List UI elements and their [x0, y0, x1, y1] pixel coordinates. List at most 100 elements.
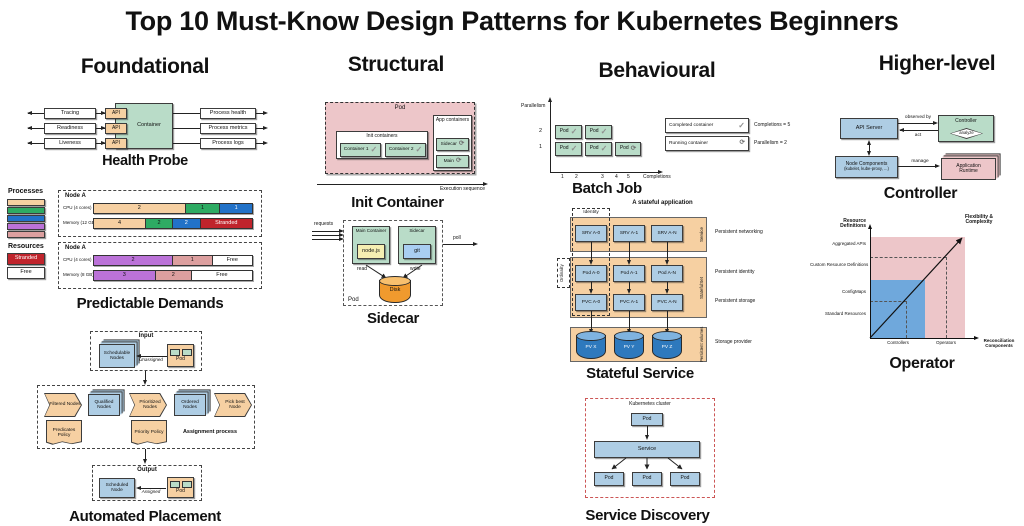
app-containers-box: App containers Sidecar⟳ Main⟳ — [433, 115, 472, 171]
kubernetes-cluster-group: Kubernetes cluster Pod Service Pod Pod P… — [585, 398, 715, 498]
legend-label: Running container — [669, 140, 708, 146]
batch-job-title: Batch Job — [572, 180, 642, 197]
init-containers-label: Init containers — [366, 132, 398, 139]
arrow-left — [27, 110, 32, 115]
probe-label-readiness: Readiness — [44, 123, 96, 134]
y-label-standard-resources: Standard Resources — [824, 311, 866, 316]
api-box: API — [105, 138, 127, 149]
connector-line — [145, 449, 146, 461]
execution-axis — [317, 184, 485, 185]
input-group: Input Schedulable Nodes Pod Unassigned — [90, 331, 202, 371]
bar-segment: 2 — [94, 256, 173, 265]
app-containers-label: App containers — [435, 117, 470, 123]
application-runtime-box: Application Runtime — [941, 158, 996, 180]
main-container: Main⟳ — [436, 155, 469, 168]
arrow-down — [664, 260, 669, 265]
arrow-down — [588, 260, 593, 265]
refresh-icon: ⟳ — [739, 139, 745, 147]
arrow-up — [547, 97, 552, 102]
check-icon: ✓ — [370, 145, 378, 154]
check-icon: ✓ — [415, 145, 423, 154]
probe-label-liveness: Liveness — [44, 138, 96, 149]
main-container-label: Main Container — [355, 228, 387, 233]
check-icon: ✓ — [570, 127, 578, 136]
legend-completed: Completed container✓ — [665, 118, 749, 133]
manage-label: manage — [911, 159, 929, 164]
arrow-right — [933, 120, 938, 125]
connector-line — [667, 242, 668, 262]
bar-segment-free: Free — [191, 271, 252, 280]
output-title: Output — [137, 467, 157, 473]
service-discovery-title: Service Discovery — [585, 507, 710, 524]
bar-segment-stranded: Stranded — [200, 219, 252, 228]
pod-label: Pod — [394, 105, 406, 111]
pod-group: Main Container node.js Sidecar git read … — [343, 220, 443, 306]
service-box: Service — [594, 441, 700, 458]
probe-label-tracing: Tracing — [44, 108, 96, 119]
operator-diagram: Resource Definitions Aggregated APIs Cus… — [810, 214, 1024, 375]
cpu-label: CPU (4 cores) — [63, 205, 92, 210]
controller-title: Controller — [883, 185, 958, 202]
guide-dash — [870, 257, 946, 258]
band-label-volumes: Persistent volumes — [699, 326, 705, 363]
pod-label: Pod — [176, 355, 185, 362]
arrow-down — [626, 289, 631, 294]
pod-box: Pod — [632, 472, 662, 486]
filtered-nodes-shape: Filtered Nodes — [44, 393, 82, 417]
execution-sequence-label: Execution sequence — [439, 186, 485, 192]
refresh-icon: ⟳ — [630, 144, 637, 152]
bar-segment: 4 — [94, 219, 147, 228]
arrow-up — [866, 140, 871, 145]
init-container-2: Container 2✓ — [385, 143, 426, 157]
init-container-diagram: Pod Init containers Container 1✓ Contain… — [315, 90, 490, 212]
container-chip — [169, 348, 180, 356]
arrow-right — [339, 232, 344, 237]
x-axis — [550, 172, 660, 173]
connector-line — [629, 311, 630, 331]
refresh-icon: ⟳ — [458, 140, 465, 148]
api-server-box: API Server — [840, 118, 898, 139]
connector-line — [145, 371, 146, 382]
memory-bar: 4 2 2 Stranded — [93, 218, 253, 229]
arrow-down — [588, 289, 593, 294]
arrow-down — [664, 289, 669, 294]
pick-best-node-shape: Pick best Node — [214, 393, 252, 417]
probe-label-process-health: Process health — [200, 108, 256, 119]
unassigned-label: Unassigned — [139, 357, 163, 362]
arrow-down — [142, 380, 147, 385]
legend-note: Parallelism = 2 — [754, 140, 787, 146]
pv-label: PV Z — [661, 345, 673, 350]
bar-segment: 1 — [173, 256, 213, 265]
arrow-down — [866, 151, 871, 156]
node-a-bottom: Node A CPU (4 cores) 2 1 Free Memory (8 … — [58, 242, 262, 289]
x-tick: 4 — [615, 174, 618, 180]
connector-line — [667, 282, 668, 292]
node-name: Node A — [65, 193, 86, 199]
connector-line — [869, 144, 870, 152]
free-label: Free — [20, 269, 32, 276]
arrow-left — [27, 140, 32, 145]
bar-segment: 2 — [94, 204, 186, 213]
cpu-label: CPU (4 cores) — [63, 257, 92, 262]
x-axis — [870, 338, 976, 339]
health-probe-title: Health Probe — [102, 153, 188, 169]
read-write-arrows — [365, 264, 423, 279]
connector-line — [138, 488, 166, 489]
pod-running: Pod⟳ — [615, 142, 641, 156]
cylinder-top — [614, 331, 644, 341]
pv-label: PV Y — [623, 345, 635, 350]
side-label-provider: Storage provider — [715, 339, 752, 345]
nodejs-box: node.js — [357, 244, 385, 259]
check-icon: ✓ — [600, 144, 608, 153]
policy-label: Priority Policy — [132, 421, 166, 444]
arrow-left — [136, 485, 141, 490]
pod-label: Pod — [176, 487, 185, 494]
pod-box: Pod A-1 — [613, 265, 645, 282]
sidecar-diagram: requests Main Container node.js Sidecar … — [310, 218, 485, 327]
cylinder-top — [379, 276, 411, 286]
policy-label: Predicates Policy — [47, 421, 81, 444]
column-header-foundational: Foundational — [80, 55, 210, 78]
sidecar-title: Sidecar — [366, 310, 420, 327]
side-label-storage: Persistent storage — [715, 298, 756, 304]
srv-box: SRV A-0 — [575, 225, 607, 242]
